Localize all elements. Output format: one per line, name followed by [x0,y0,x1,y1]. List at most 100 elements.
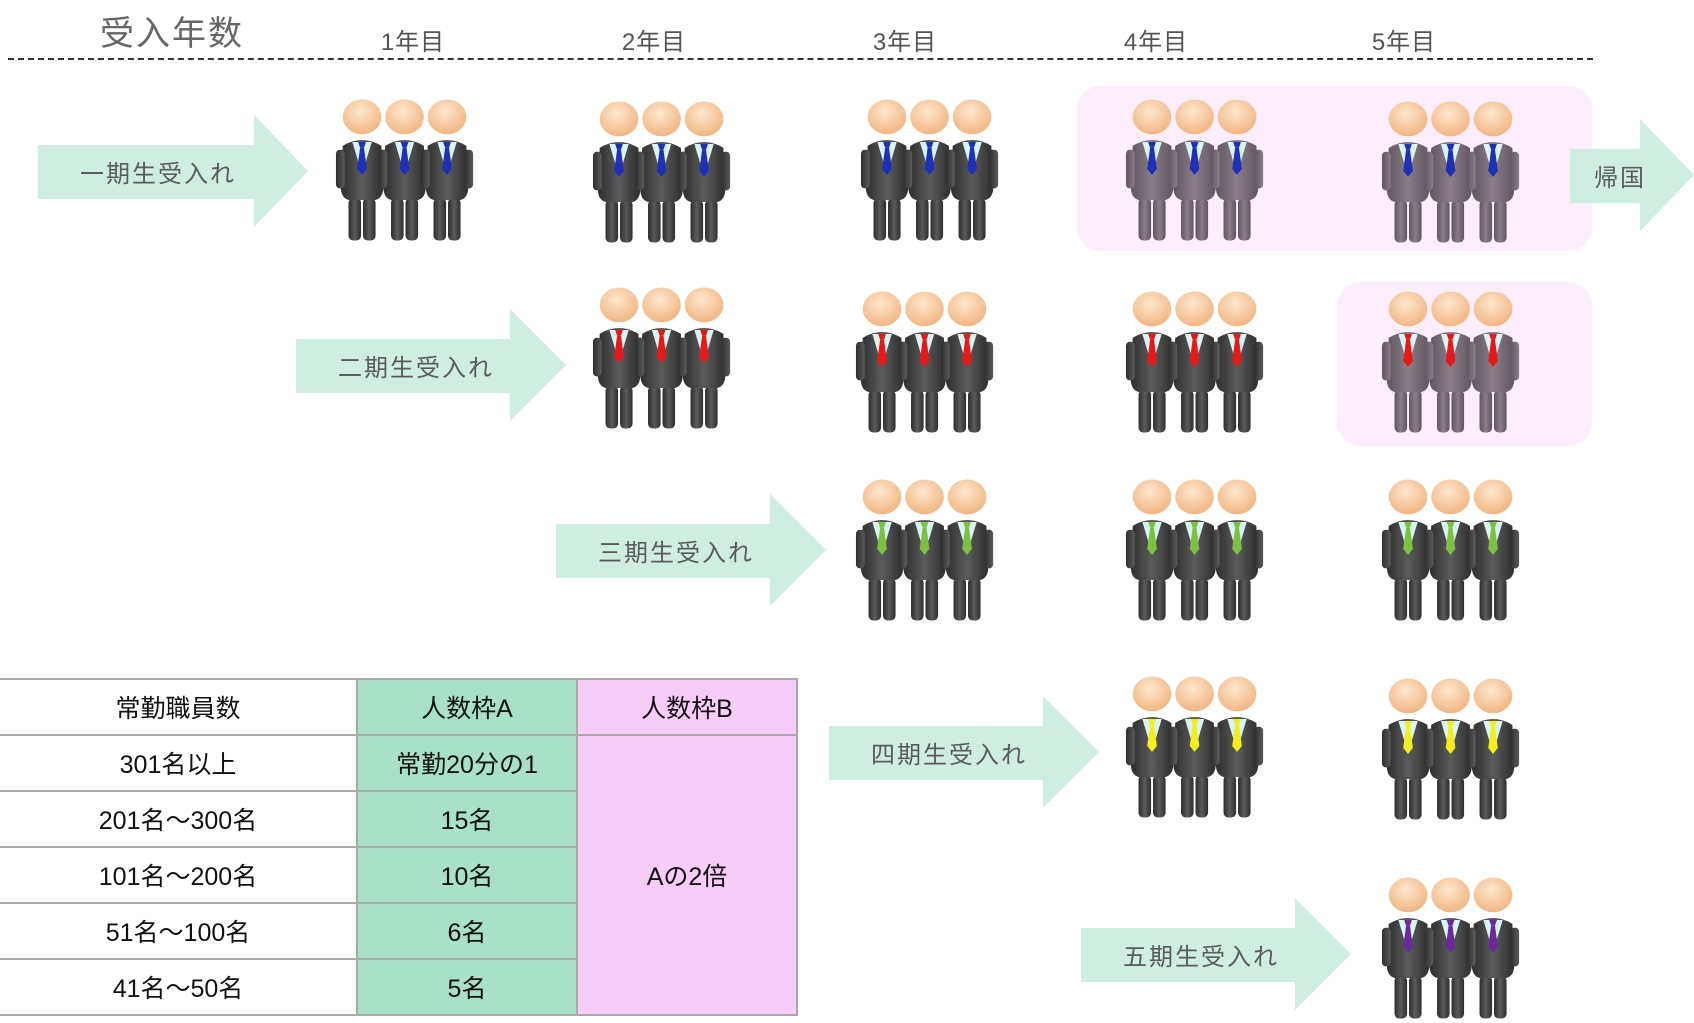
businessman-group-icon [592,287,731,429]
table-row: 301名以上 常勤20分の1 Aの2倍 [0,734,798,1016]
businessman-icon [898,291,951,433]
group-c1-y3 [860,95,1030,245]
table-cell: 6名 [356,902,578,960]
businessman-icon [860,99,914,241]
businessman-icon [1466,479,1520,621]
businessman-icon [378,99,431,241]
table-row: 101名～200名 10名 [0,846,797,904]
table-row: 51名～100名 6名 [0,902,797,960]
businessman-icon [1125,99,1179,241]
businessman-icon [677,287,731,429]
arrow-cohort-1: 一期生受入れ [38,115,308,227]
businessman-icon [335,99,389,241]
arrow-cohort-2: 二期生受入れ [296,309,566,421]
year-label-4: 4年目 [1123,29,1189,56]
arrow-label-cohort-4: 四期生受入れ [871,741,1027,769]
header-title: 受入年数 [100,15,244,53]
businessman-group-icon [1125,291,1264,433]
businessman-icon [592,287,646,429]
table-header-row: 常勤職員数 人数枠A 人数枠B [0,678,798,736]
group-c2-y2 [592,283,762,433]
businessman-icon [855,291,909,433]
group-c2-y5 [1381,287,1551,437]
businessman-group-icon [1381,678,1520,820]
businessman-icon [677,101,731,243]
businessman-icon [1381,678,1435,820]
arrow-cohort-5: 五期生受入れ [1081,898,1351,1010]
businessman-icon [1210,479,1264,621]
group-c3-y3 [855,475,1025,625]
arrow-shape-icon [1081,898,1351,1010]
businessman-icon [903,99,956,241]
year-label-3: 3年目 [872,29,938,56]
arrow-shape-icon [829,696,1099,808]
table-cell: 301名以上 [0,734,358,792]
table-header-cell: 常勤職員数 [0,678,358,736]
businessman-icon [1381,101,1435,243]
group-c5-y5 [1381,873,1551,1023]
businessman-group-icon [1381,479,1520,621]
arrow-return: 帰国 [1570,119,1694,231]
businessman-icon [940,291,994,433]
header-divider [8,58,1593,60]
businessman-icon [1466,877,1520,1019]
group-c4-y5 [1381,674,1551,824]
group-c1-y2 [592,97,762,247]
table-cell: 101名～200名 [0,846,358,904]
businessman-group-icon [1125,479,1264,621]
arrow-cohort-4: 四期生受入れ [829,696,1099,808]
table-row: 41名～50名 5名 [0,958,797,1016]
businessman-group-icon [855,291,994,433]
arrow-shape-icon [1570,119,1694,231]
businessman-icon [420,99,474,241]
group-c2-y4 [1125,287,1295,437]
group-c3-y5 [1381,475,1551,625]
businessman-icon [592,101,646,243]
businessman-group-icon [592,101,731,243]
arrow-shape-icon [38,115,308,227]
businessman-icon [1168,676,1221,818]
businessman-icon [1210,676,1264,818]
businessman-icon [1210,99,1264,241]
businessman-icon [1424,479,1477,621]
table-header-cell: 人数枠A [356,678,578,736]
businessman-group-icon [335,99,474,241]
businessman-icon [1168,99,1221,241]
businessman-group-icon [1381,101,1520,243]
businessman-icon [1424,291,1477,433]
businessman-icon [1466,291,1520,433]
table-cell: 10名 [356,846,578,904]
arrow-label-cohort-2: 二期生受入れ [338,354,494,382]
businessman-icon [1168,479,1221,621]
year-label-5: 5年目 [1371,29,1437,56]
businessman-icon [945,99,999,241]
businessman-group-icon [1125,676,1264,818]
table-cell: 51名～100名 [0,902,358,960]
group-c4-y4 [1125,672,1295,822]
businessman-icon [898,479,951,621]
table-cell-merged-b: Aの2倍 [576,734,798,1016]
arrow-label-return: 帰国 [1594,164,1646,192]
arrow-shape-icon [556,494,826,606]
year-label-1: 1年目 [380,29,446,56]
businessman-icon [635,287,688,429]
businessman-group-icon [860,99,999,241]
quota-table: 常勤職員数 人数枠A 人数枠B 301名以上 常勤20分の1 Aの2倍 201名… [0,678,798,1016]
group-c3-y4 [1125,475,1295,625]
group-c1-y1 [335,95,505,245]
businessman-group-icon [1381,877,1520,1019]
arrow-label-cohort-1: 一期生受入れ [80,160,236,188]
table-row: 201名～300名 15名 [0,790,797,848]
businessman-group-icon [1381,291,1520,433]
table-cell: 201名～300名 [0,790,358,848]
arrow-label-cohort-3: 三期生受入れ [598,539,754,567]
businessman-icon [1210,291,1264,433]
table-header-cell: 人数枠B [576,678,798,736]
arrow-label-cohort-5: 五期生受入れ [1123,943,1279,971]
businessman-group-icon [1125,99,1264,241]
arrow-cohort-3: 三期生受入れ [556,494,826,606]
arrow-shape-icon [296,309,566,421]
businessman-icon [1466,678,1520,820]
table-cell: 15名 [356,790,578,848]
businessman-group-icon [855,479,994,621]
